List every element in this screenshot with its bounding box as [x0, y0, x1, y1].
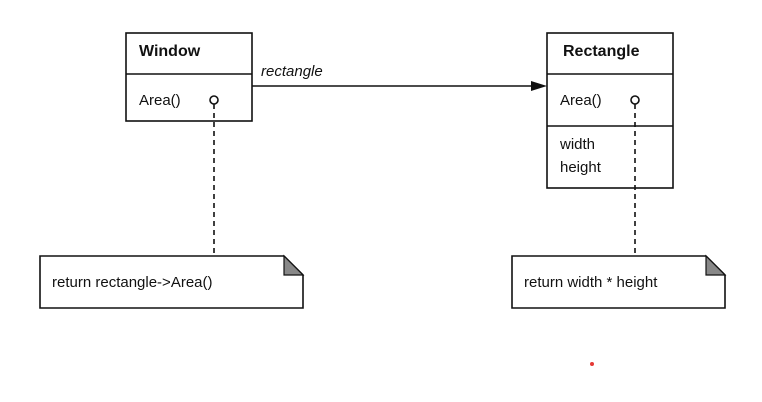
rectangle-note-shape [511, 254, 727, 309]
association-label: rectangle [261, 63, 323, 80]
window-note-shape [39, 254, 305, 309]
rectangle-attribute-width: width [560, 136, 596, 153]
window-class-box [125, 32, 253, 256]
window-area-operation: Area() [139, 92, 181, 109]
dog-ear-icon [283, 254, 305, 276]
dog-ear-icon [705, 254, 727, 276]
rectangle-class-box [546, 32, 674, 256]
rectangle-attribute-height: height [560, 159, 601, 176]
window-area-note-anchor-icon [209, 95, 219, 105]
rectangle-class-name: Rectangle [563, 43, 640, 60]
association-arrow [252, 81, 547, 91]
window-note-text: return rectangle->Area() [52, 274, 213, 291]
rectangle-note-text: return width * height [524, 274, 658, 291]
stray-marker-dot [590, 362, 594, 366]
rectangle-area-note-anchor-icon [630, 95, 640, 105]
arrowhead-icon [531, 81, 547, 91]
rectangle-area-operation: Area() [560, 92, 602, 109]
window-class-name: Window [139, 43, 201, 60]
